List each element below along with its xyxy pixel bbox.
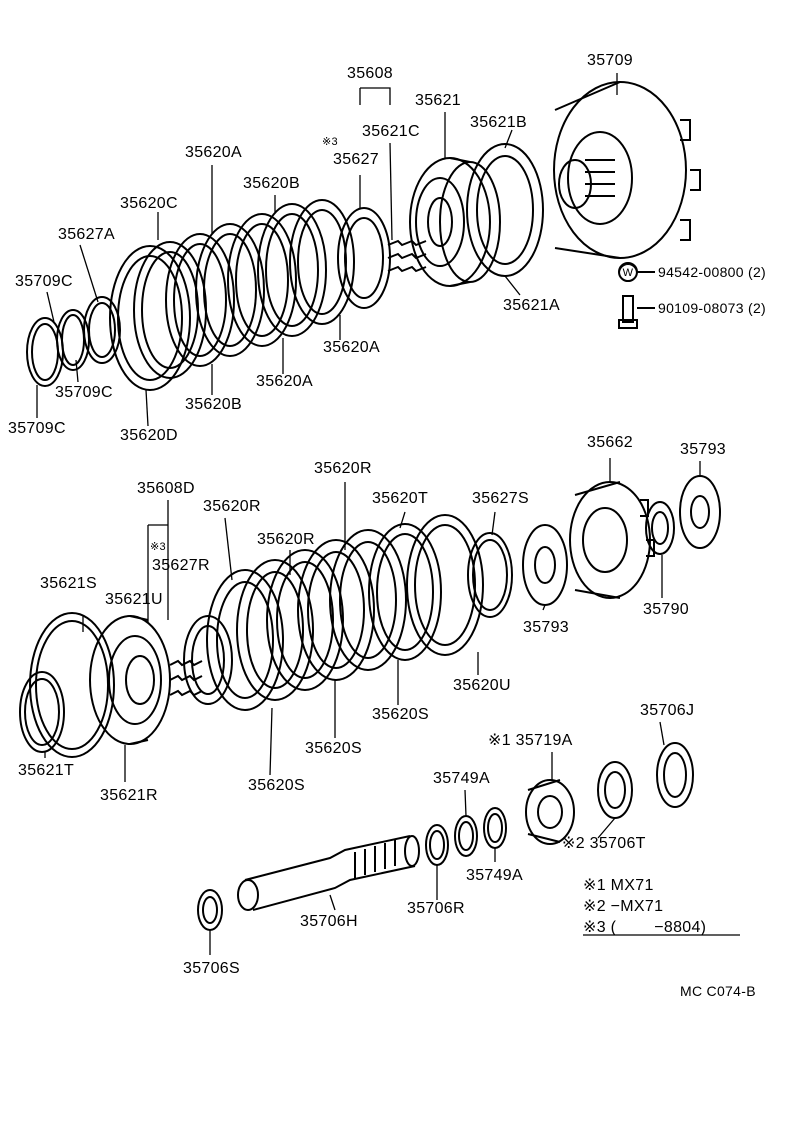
label-35621r: 35621R	[100, 787, 158, 804]
clutch-plate-35620c	[133, 241, 207, 379]
clutch-drum-35709	[553, 81, 701, 259]
o-ring-35621b	[466, 143, 544, 277]
label-35709c-a: 35709C	[15, 273, 73, 290]
plate-35620u	[406, 514, 484, 656]
retaining-plate-35620d	[109, 245, 191, 391]
label-35620u: 35620U	[453, 677, 511, 694]
label-35706s: 35706S	[183, 960, 240, 977]
label-35620a-mid: 35620A	[256, 373, 313, 390]
note-2: ※2 −MX71	[583, 898, 664, 915]
label-35749a-b: 35749A	[466, 867, 523, 884]
label-35620a-top: 35620A	[185, 144, 242, 161]
race-35706t	[597, 761, 633, 819]
label-35709: 35709	[587, 52, 633, 69]
label-35620d: 35620D	[120, 427, 178, 444]
label-35627: 35627	[333, 151, 379, 168]
label-35620a-right: 35620A	[323, 339, 380, 356]
note-1: ※1 MX71	[583, 877, 654, 894]
label-35662: 35662	[587, 434, 633, 451]
snap-ring-35709c-3	[83, 296, 121, 364]
label-94542: 94542-00800 (2)	[658, 264, 767, 280]
label-35627a: 35627A	[58, 226, 115, 243]
label-35608: 35608	[347, 65, 393, 82]
label-35627r: 35627R	[152, 557, 210, 574]
label-note3-lower: ※3	[150, 541, 166, 553]
label-35620s-a: 35620S	[372, 706, 429, 723]
label-35706r: 35706R	[407, 900, 465, 917]
ring-35749a-2	[454, 815, 478, 857]
ring-35706r	[425, 824, 449, 866]
label-35749a-a: 35749A	[433, 770, 490, 787]
label-35793-top: 35793	[680, 441, 726, 458]
label-35620s-b: 35620S	[305, 740, 362, 757]
label-note3-upper: ※3	[322, 136, 338, 148]
hub-35662	[569, 481, 655, 599]
label-35621s: 35621S	[40, 575, 97, 592]
plate-35620t	[368, 523, 442, 661]
label-35706t: ※2 35706T	[562, 835, 646, 852]
thrust-bearing-35706j	[656, 742, 694, 808]
label-35621b: 35621B	[470, 114, 527, 131]
label-washer-symbol: W	[619, 264, 637, 282]
label-35620r-b: 35620R	[257, 531, 315, 548]
label-35706j: 35706J	[640, 702, 695, 719]
label-35793-bottom: 35793	[523, 619, 569, 636]
label-35608d: 35608D	[137, 480, 195, 497]
return-springs-35621c	[387, 239, 427, 273]
gear-35719a	[525, 779, 575, 845]
note-3: ※3 ( −8804)	[583, 919, 707, 936]
label-35620r-a: 35620R	[203, 498, 261, 515]
shaft-35706h	[237, 835, 420, 911]
diagram-code: MC C074-B	[680, 983, 756, 999]
o-ring-35621t	[19, 671, 65, 753]
label-35620c: 35620C	[120, 195, 178, 212]
washer-symbol-icon: W	[619, 264, 637, 282]
label-35620t: 35620T	[372, 490, 429, 507]
washer-35793-lower	[522, 524, 568, 606]
piston-35621r	[89, 615, 171, 745]
label-35620r-c: 35620R	[314, 460, 372, 477]
snap-ring-35627s	[467, 532, 513, 618]
label-35627s: 35627S	[472, 490, 529, 507]
label-35621: 35621	[415, 92, 461, 109]
label-35621c: 35621C	[362, 123, 420, 140]
washer-35793-upper	[679, 475, 721, 549]
bolt-90109	[618, 295, 655, 329]
label-35620b-bottom: 35620B	[185, 396, 242, 413]
label-35709c-b: 35709C	[55, 384, 113, 401]
clutch-disc-pack-lower	[206, 529, 407, 711]
leader-lines	[36, 73, 740, 955]
label-35790: 35790	[643, 601, 689, 618]
o-ring-35621s	[29, 612, 115, 758]
ring-35749a-1	[483, 807, 507, 849]
label-35621u: 35621U	[105, 591, 163, 608]
label-35620b-top: 35620B	[243, 175, 300, 192]
label-35621t: 35621T	[18, 762, 75, 779]
label-35621a: 35621A	[503, 297, 560, 314]
label-90109: 90109-08073 (2)	[658, 300, 767, 316]
piston-35621	[409, 157, 501, 287]
label-35620s-c: 35620S	[248, 777, 305, 794]
label-35709c-c: 35709C	[8, 420, 66, 437]
label-35706h: 35706H	[300, 913, 358, 930]
ring-35627	[337, 207, 391, 309]
bearing-35790	[645, 501, 675, 555]
label-35719a: ※1 35719A	[488, 732, 573, 749]
washer-35706s	[197, 889, 223, 931]
